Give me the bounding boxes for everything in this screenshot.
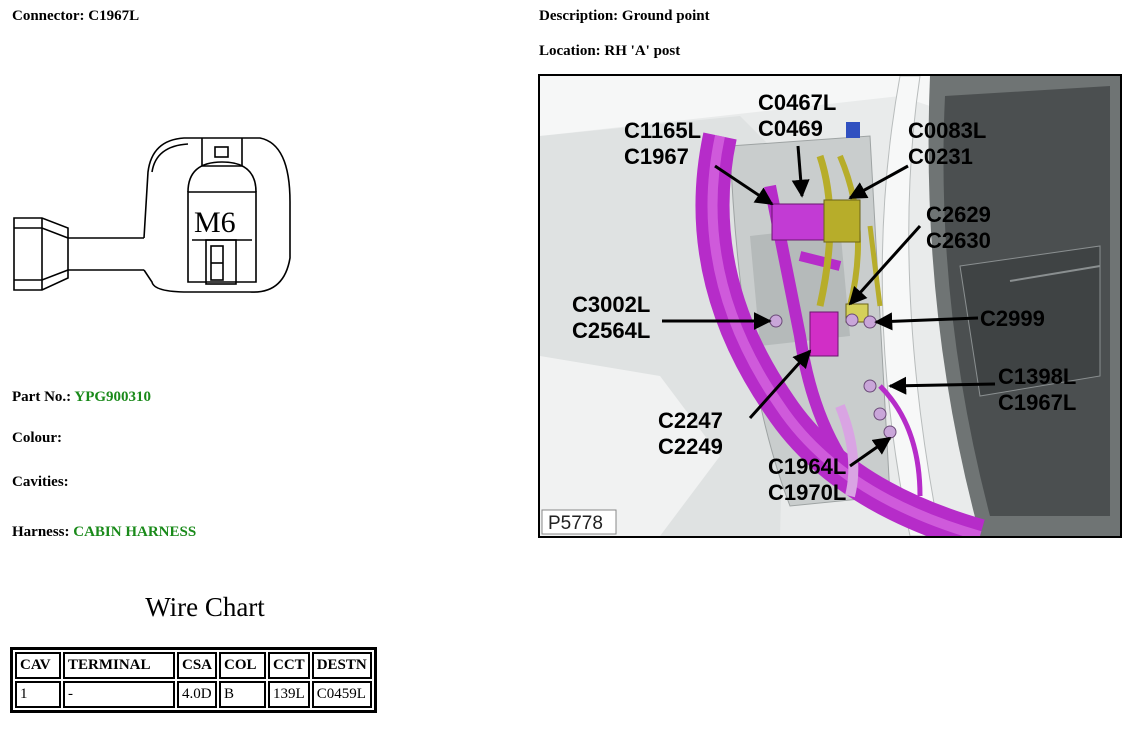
callout-c2629-1: C2629 — [926, 202, 991, 227]
cell-cct: 139L — [268, 681, 310, 708]
location-photo: C1165L C1967 C0467L C0469 C0083L C0231 C… — [538, 74, 1122, 538]
callout-c0083l-2: C0231 — [908, 144, 973, 169]
cavities-field: Cavities: — [12, 474, 69, 491]
location-value: RH 'A' post — [604, 43, 681, 59]
callout-c3002l-2: C2564L — [572, 318, 650, 343]
wire-chart-header-row: CAV TERMINAL CSA COL CCT DESTN — [15, 652, 372, 679]
photo-reference: P5778 — [548, 513, 603, 534]
callout-c1964l-2: C1970L — [768, 480, 846, 505]
callout-c1398l-1: C1398L — [998, 364, 1076, 389]
header-terminal: TERMINAL — [63, 652, 175, 679]
callout-c2247-1: C2247 — [658, 408, 723, 433]
cell-col: B — [219, 681, 267, 708]
part-number-value: YPG900310 — [74, 389, 152, 405]
callout-c1165l-1: C1165L — [624, 118, 701, 143]
cell-terminal: - — [63, 681, 175, 708]
header-col: COL — [219, 652, 267, 679]
cell-cav: 1 — [15, 681, 61, 708]
location-label: Location: — [539, 43, 601, 59]
location-field: Location: RH 'A' post — [539, 43, 680, 60]
harness-label: Harness: — [12, 524, 70, 540]
callout-c2247-2: C2249 — [658, 434, 723, 459]
stud-size-text: M6 — [194, 206, 236, 239]
callout-c1398l-2: C1967L — [998, 390, 1076, 415]
cell-destn: C0459L — [311, 681, 372, 708]
cell-csa: 4.0D — [177, 681, 218, 708]
table-row: 1 - 4.0D B 139L C0459L — [15, 681, 372, 708]
callout-c2629-2: C2630 — [926, 228, 991, 253]
cavities-label: Cavities: — [12, 474, 69, 490]
header-cct: CCT — [268, 652, 310, 679]
harness-field: Harness: CABIN HARNESS — [12, 524, 196, 541]
callout-c0083l-1: C0083L — [908, 118, 986, 143]
callout-c0467l-1: C0467L — [758, 90, 836, 115]
description-field: Description: Ground point — [539, 8, 710, 25]
callout-c1165l-2: C1967 — [624, 144, 689, 169]
header-destn: DESTN — [311, 652, 372, 679]
part-number-label: Part No.: — [12, 389, 72, 405]
colour-field: Colour: — [12, 430, 62, 447]
colour-label: Colour: — [12, 430, 62, 446]
location-illustration: C1165L C1967 C0467L C0469 C0083L C0231 C… — [540, 76, 1120, 536]
wire-chart-title: Wire Chart — [145, 592, 265, 622]
callout-c1964l-1: C1964L — [768, 454, 846, 479]
connector-value: C1967L — [88, 8, 140, 24]
callout-c0467l-2: C0469 — [758, 116, 823, 141]
header-cav: CAV — [15, 652, 61, 679]
connector-label: Connector: — [12, 8, 85, 24]
callout-c2999: C2999 — [980, 306, 1045, 331]
header-csa: CSA — [177, 652, 218, 679]
description-value: Ground point — [621, 8, 710, 24]
description-label: Description: — [539, 8, 619, 24]
connector-drawing: M6 — [13, 137, 291, 293]
wire-chart-table: CAV TERMINAL CSA COL CCT DESTN 1 - 4.0D … — [10, 647, 377, 713]
connector-field: Connector: C1967L — [12, 8, 139, 25]
callout-c3002l-1: C3002L — [572, 292, 650, 317]
part-number-field: Part No.: YPG900310 — [12, 389, 151, 406]
harness-value: CABIN HARNESS — [73, 524, 197, 540]
